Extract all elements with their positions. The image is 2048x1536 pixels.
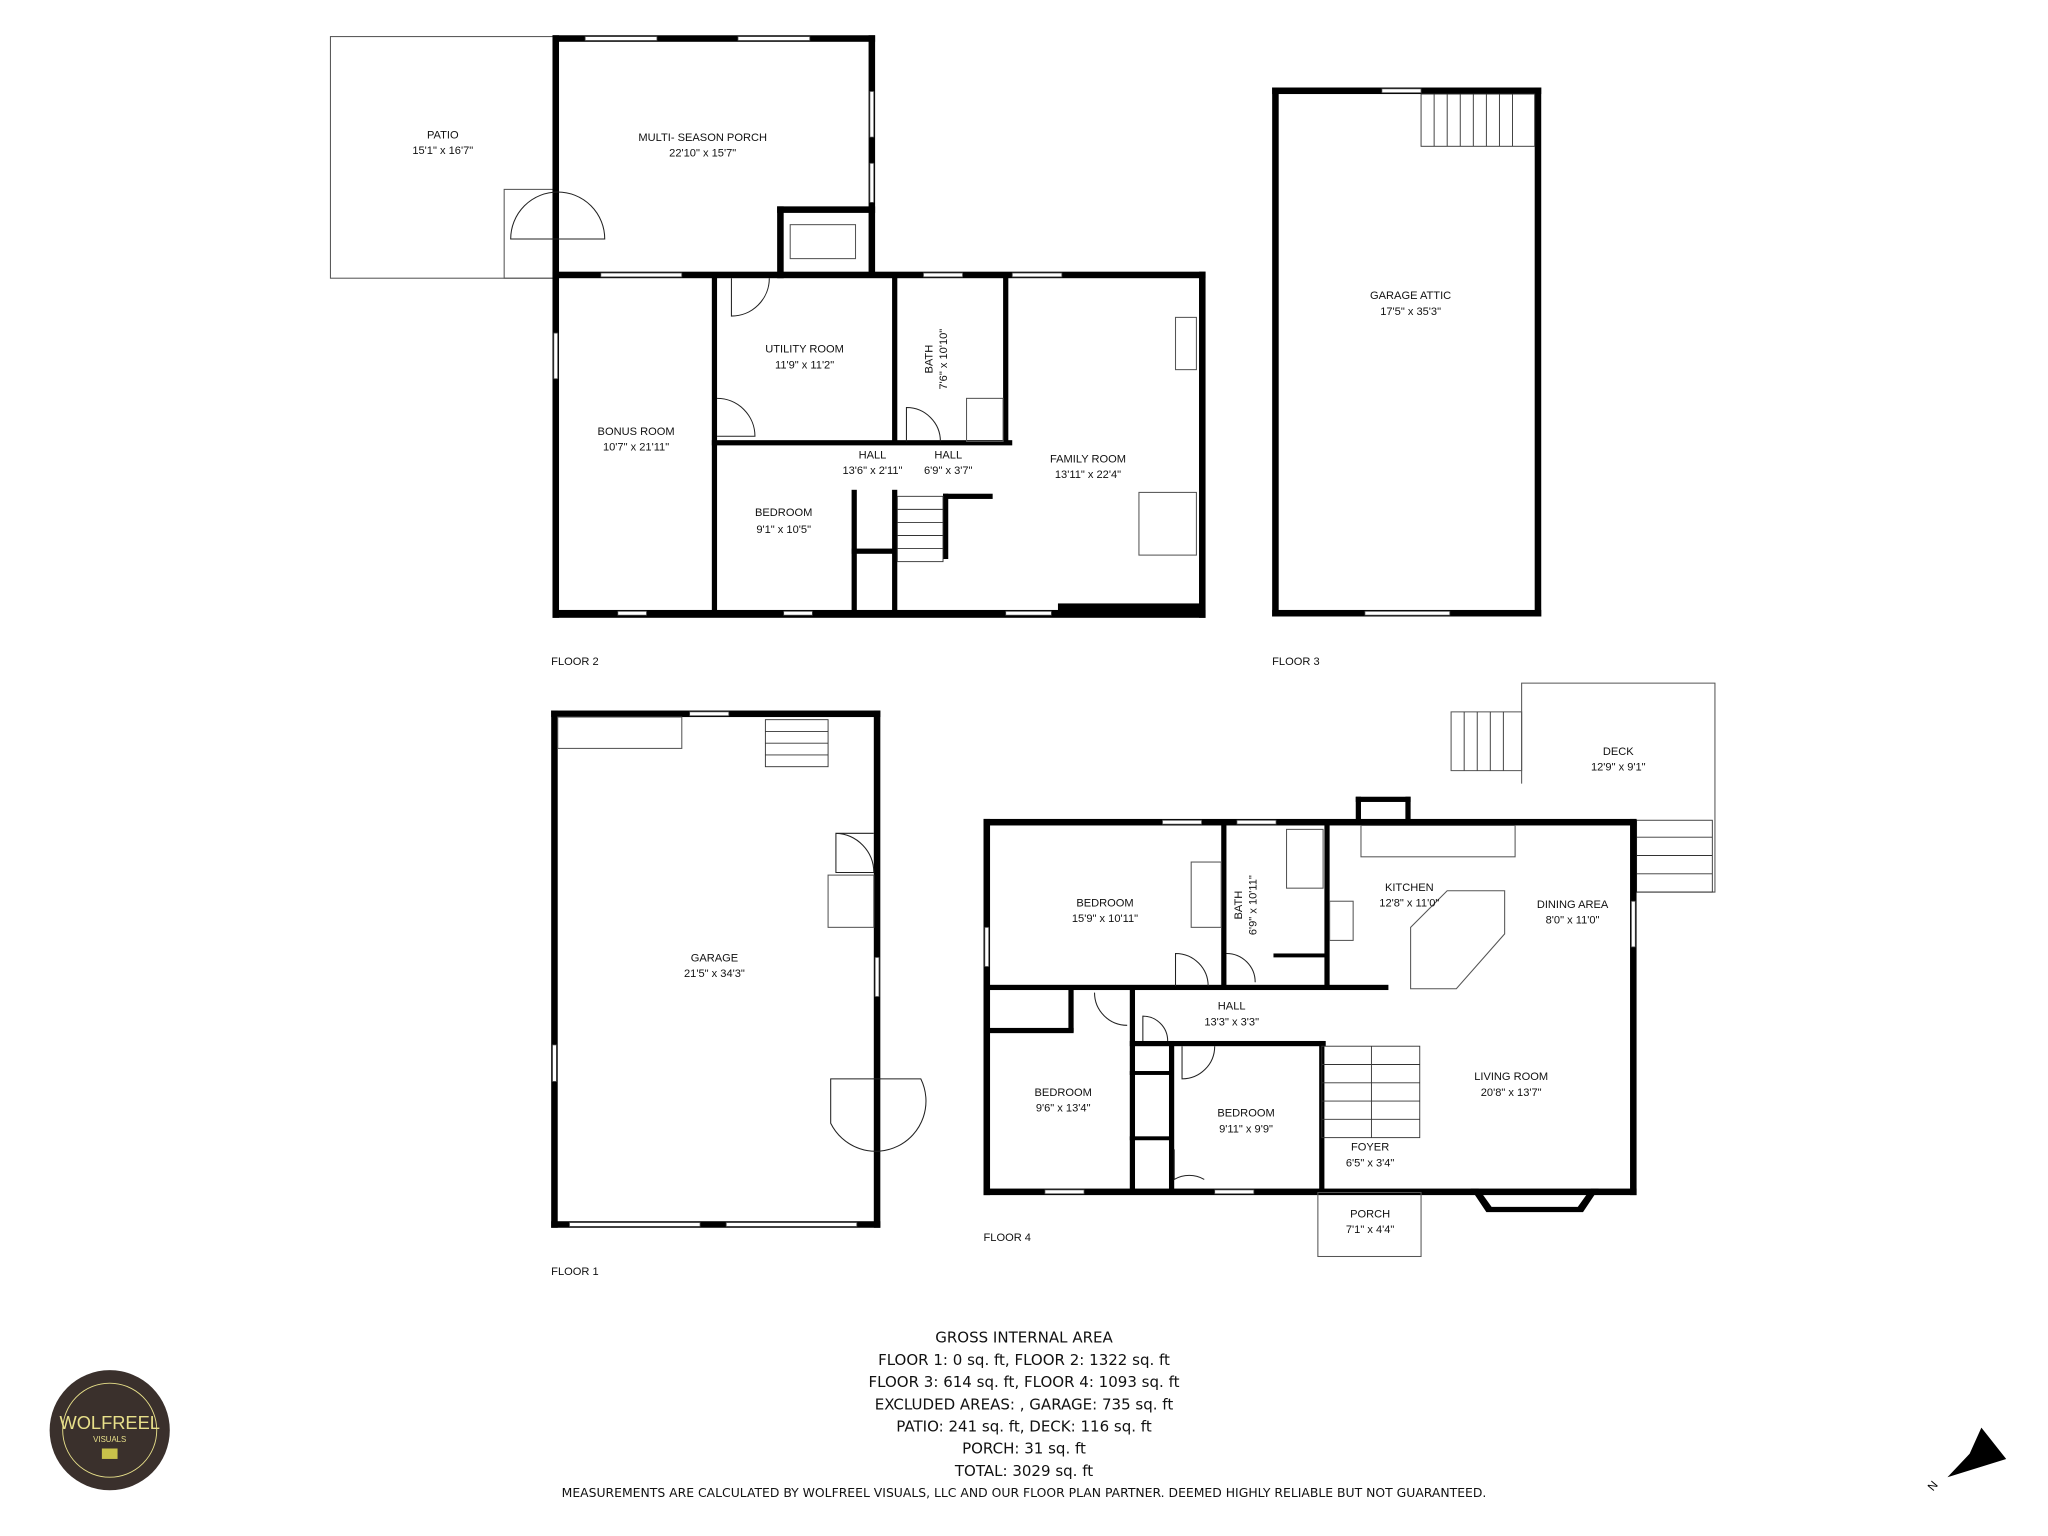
room-name: BEDROOM (1217, 1108, 1274, 1120)
room-name: DINING AREA (1537, 899, 1609, 911)
summary-line: FLOOR 3: 614 sq. ft, FLOOR 4: 1093 sq. f… (869, 1373, 1180, 1391)
room-size: 11'9" x 11'2" (775, 359, 834, 371)
room-name: PATIO (427, 129, 459, 141)
summary-line: PORCH: 31 sq. ft (962, 1440, 1086, 1458)
room-size: 9'6" x 13'4" (1036, 1103, 1091, 1115)
room-name: GARAGE ATTIC (1370, 290, 1451, 302)
room-name: UTILITY ROOM (765, 344, 844, 356)
room-size: 17'5" x 35'3" (1380, 306, 1441, 318)
room-size: 9'1" x 10'5" (756, 524, 811, 536)
room-name: FAMILY ROOM (1050, 453, 1126, 465)
logo-text: WOLFREEL (59, 1412, 159, 1433)
room-size: 13'3" x 3'3" (1204, 1016, 1259, 1028)
compass-label: N (1925, 1479, 1940, 1494)
room-size: 9'11" x 9'9" (1219, 1123, 1273, 1135)
room-name: DECK (1603, 746, 1634, 758)
room-size: 7'6" x 10'10" (938, 329, 950, 390)
floor-4-plan: BEDROOM 15'9" x 10'11" BATH 6'9" x 10'11… (983, 682, 1716, 1258)
floor-2-plan: PATIO 15'1" x 16'7" MULTI- SEASON PORCH … (329, 35, 1206, 668)
room-name: HALL (934, 449, 962, 461)
north-arrow-icon: N (1925, 1427, 2007, 1494)
floor-label: FLOOR 1 (551, 1266, 598, 1278)
room-name: MULTI- SEASON PORCH (638, 132, 767, 144)
floor-label: FLOOR 4 (984, 1232, 1031, 1244)
room-size: 22'10" x 15'7" (669, 148, 736, 160)
room-name: FOYER (1351, 1142, 1389, 1154)
summary-line: EXCLUDED AREAS: , GARAGE: 735 sq. ft (875, 1395, 1174, 1413)
room-name: PORCH (1350, 1208, 1390, 1220)
room-size: 6'9" x 3'7" (924, 465, 973, 477)
summary-line: FLOOR 1: 0 sq. ft, FLOOR 2: 1322 sq. ft (878, 1351, 1170, 1369)
floor-label: FLOOR 3 (1272, 656, 1319, 668)
room-name: HALL (859, 449, 887, 461)
camera-icon (101, 1448, 118, 1459)
room-size: 15'9" x 10'11" (1072, 913, 1138, 925)
summary-line: TOTAL: 3029 sq. ft (954, 1462, 1093, 1480)
room-size: 20'8" x 13'7" (1481, 1087, 1542, 1099)
room-name: BATH (1233, 891, 1245, 920)
room-name: GARAGE (691, 952, 738, 964)
floor-3-plan: GARAGE ATTIC 17'5" x 35'3" FLOOR 3 (1272, 87, 1542, 668)
floor-label: FLOOR 2 (551, 656, 598, 668)
summary-title: GROSS INTERNAL AREA (935, 1329, 1113, 1347)
room-size: 6'5" x 3'4" (1346, 1157, 1395, 1169)
room-name: HALL (1218, 1001, 1246, 1013)
room-size: 8'0" x 11'0" (1546, 914, 1600, 926)
room-name: BEDROOM (755, 507, 812, 519)
room-size: 10'7" x 21'11" (603, 442, 669, 454)
patio-outline (329, 36, 556, 279)
floor-1-plan: GARAGE 21'5" x 34'3" FLOOR 1 (551, 710, 927, 1278)
room-size: 7'1" x 4'4" (1346, 1224, 1395, 1236)
room-name: LIVING ROOM (1474, 1071, 1548, 1083)
summary-line: PATIO: 241 sq. ft, DECK: 116 sq. ft (896, 1418, 1152, 1436)
room-name: BONUS ROOM (598, 426, 675, 438)
room-size: 12'9" x 9'1" (1591, 762, 1646, 774)
logo-subtext: VISUALS (93, 1435, 126, 1444)
room-size: 12'8" x 11'0" (1379, 897, 1439, 909)
room-name: BATH (924, 345, 936, 374)
wolfreel-logo: WOLFREEL VISUALS (49, 1370, 170, 1491)
room-name: KITCHEN (1385, 882, 1434, 894)
room-name: BEDROOM (1076, 897, 1133, 909)
room-size: 21'5" x 34'3" (684, 968, 745, 980)
room-size: 6'9" x 10'11" (1247, 875, 1259, 935)
room-size: 15'1" x 16'7" (412, 145, 473, 157)
room-size: 13'11" x 22'4" (1055, 469, 1121, 481)
disclaimer: MEASUREMENTS ARE CALCULATED BY WOLFREEL … (562, 1485, 1487, 1500)
area-summary: GROSS INTERNAL AREA FLOOR 1: 0 sq. ft, F… (562, 1329, 1487, 1500)
room-size: 13'6" x 2'11" (842, 465, 902, 477)
room-name: BEDROOM (1035, 1087, 1092, 1099)
